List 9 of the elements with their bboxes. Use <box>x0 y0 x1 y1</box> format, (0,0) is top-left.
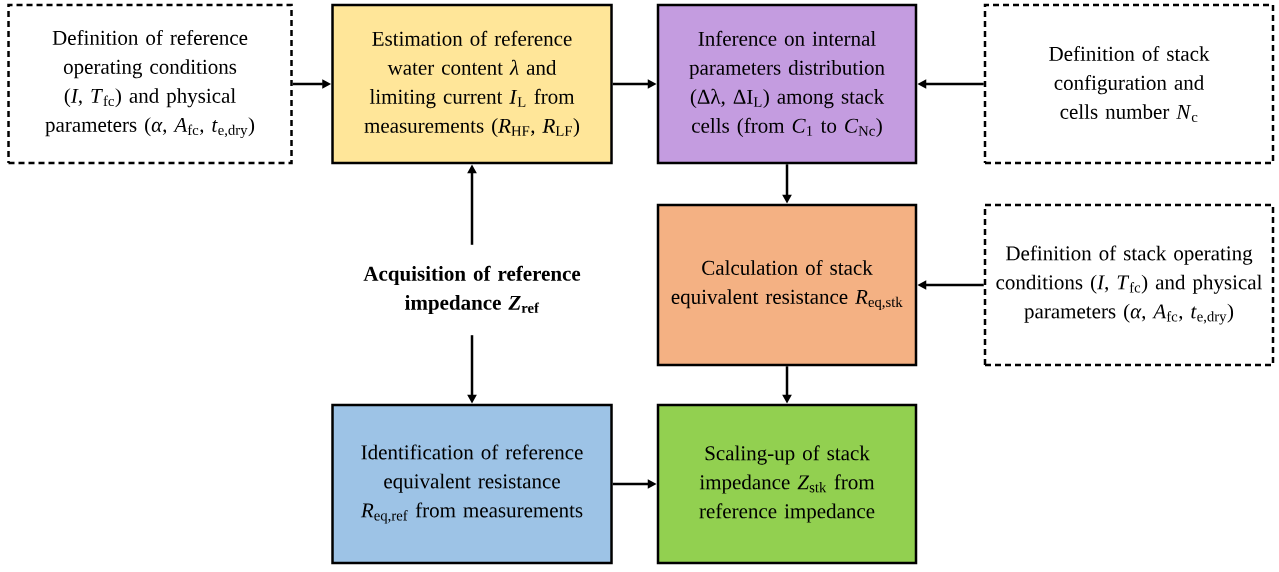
process-box: Scaling-up of stack impedance Z$_{stk}$ from reference impedance <box>656 403 918 565</box>
process-box: Estimation of reference water content λ and limiting current I$_{L}$ from measurements (R$_{HF}$, R$_{LF}$) <box>331 3 613 165</box>
input-box: Definition of reference operating conditions (I, T$_{fc}$) and physical parameters (α, A$_{fc}$, t$_{e,dry}$) <box>7 3 293 165</box>
input-box: Definition of stack operating conditions (I, T$_{fc}$) and physical parameters (α, A$_{fc}$, t$_{e,dry}$) <box>983 203 1275 367</box>
process-box: Identification of reference equivalent resistance R$_{eq,ref}$ from measurements <box>331 403 613 565</box>
process-box: Inference on internal parameters distribution (Δλ, ΔI$_{L}$) among stack cells (from C$_{1}$ to C$_{Nc}$) <box>656 3 918 165</box>
step-label: Acquisition of reference impedance Z$_{ref}$ <box>363 265 581 315</box>
process-box: Calculation of stack equivalent resistance R$_{eq,stk}$ <box>656 203 918 367</box>
input-box: Definition of stack configuration and cells number N$_{c}$ <box>983 3 1275 165</box>
